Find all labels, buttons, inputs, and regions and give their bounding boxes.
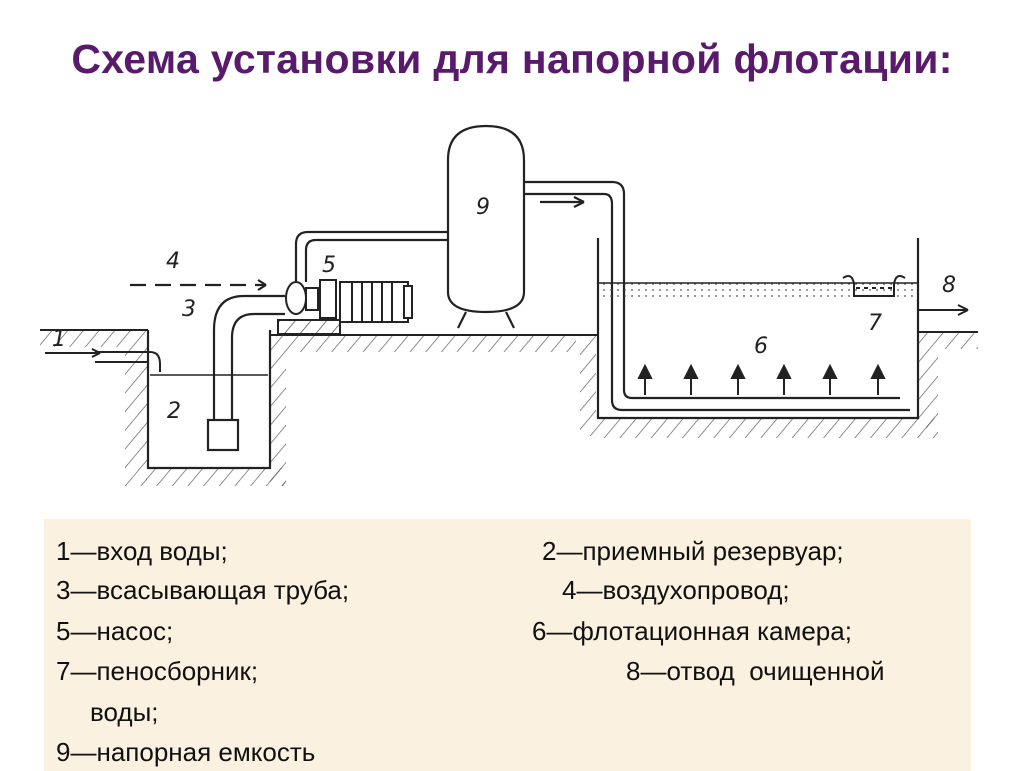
pressure-pipe [294, 230, 452, 282]
legend-item-3: 3—всасывающая труба; [56, 575, 350, 605]
ground-surface [40, 329, 978, 336]
label-2: 2 [167, 399, 181, 424]
clean-water-outlet [918, 304, 969, 316]
legend-item-4: 4—воздухопровод; [562, 575, 790, 605]
suction-pipe [206, 294, 285, 452]
label-4: 4 [166, 249, 180, 274]
label-5: 5 [322, 253, 336, 278]
air-pipeline [130, 279, 267, 291]
receiving-reservoir [146, 330, 272, 470]
flotation-chamber [596, 238, 920, 420]
foam-collector [842, 275, 906, 297]
label-7: 7 [868, 311, 882, 336]
legend-item-1: 1—вход воды; [56, 536, 228, 566]
legend-item-5: 5—насос; [56, 616, 174, 646]
legend-item-7: 7—пеносборник; [56, 656, 259, 686]
label-6: 6 [754, 334, 768, 359]
pressure-vessel [446, 124, 526, 329]
diagram-title: Схема установки для напорной флотации: [71, 36, 953, 82]
legend-item-6: 6—флотационная камера; [532, 616, 852, 646]
legend-item-8: 8—отвод очищенной [626, 656, 885, 686]
label-8: 8 [942, 273, 956, 298]
legend-item-8-continued: воды; [90, 697, 159, 727]
legend-item-2: 2—приемный резервуар; [542, 536, 844, 566]
label-3: 3 [182, 297, 196, 322]
bubble-arrows [637, 363, 886, 395]
water-inlet [45, 348, 161, 372]
label-1: 1 [52, 327, 66, 352]
label-9: 9 [476, 195, 490, 220]
pump-unit [277, 279, 413, 335]
flotation-diagram: 1 2 3 4 5 6 7 8 9 [40, 124, 978, 486]
legend-panel: 1—вход воды; 2—приемный резервуар; 3—вса… [44, 519, 971, 771]
legend-item-9: 9—напорная емкость [56, 737, 316, 767]
soil-hatching [40, 331, 978, 486]
